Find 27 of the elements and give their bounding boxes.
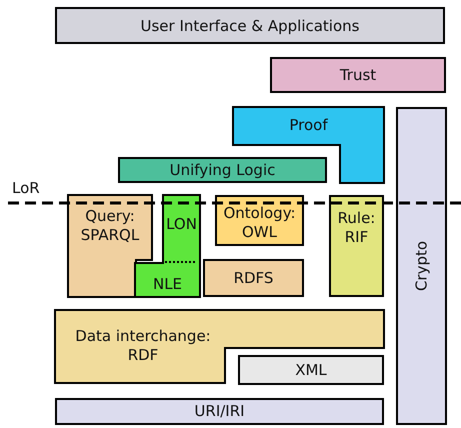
layer-box xyxy=(55,7,445,44)
layer-label: User Interface & Applications xyxy=(140,17,360,36)
layer-box xyxy=(55,310,384,383)
layer-label: URI/IRI xyxy=(193,402,246,421)
layer-box xyxy=(118,157,327,183)
layer-label: RDFS xyxy=(232,269,274,288)
layer-box xyxy=(270,57,446,93)
layer-label: Trust xyxy=(338,66,378,85)
layer-label: Proof xyxy=(288,116,329,135)
layer-label: Unifying Logic xyxy=(168,161,276,180)
layer-label: NLE xyxy=(152,275,184,294)
layer-label: Ontology: OWL xyxy=(222,204,297,242)
layer-box xyxy=(68,195,152,297)
layer-box xyxy=(329,195,384,297)
layer-label: XML xyxy=(294,361,328,380)
layer-box xyxy=(238,355,384,385)
layer-label: LON xyxy=(165,215,198,234)
layer-box xyxy=(203,259,304,297)
layer-box xyxy=(55,398,384,425)
boundary-label: LoR xyxy=(12,179,40,198)
layer-box xyxy=(215,195,304,246)
layer-label: Query: SPARQL xyxy=(80,207,140,245)
layer-label: Rule: RIF xyxy=(336,209,376,247)
layer-box xyxy=(233,107,384,183)
layer-label: Crypto xyxy=(412,240,431,292)
layer-label: Data interchange: RDF xyxy=(74,327,212,365)
layer-box xyxy=(396,107,447,425)
